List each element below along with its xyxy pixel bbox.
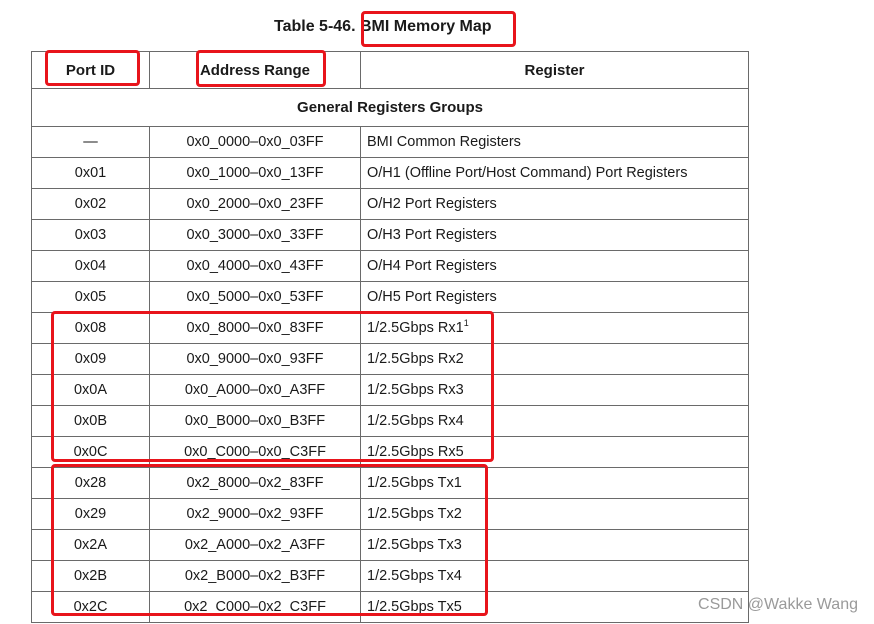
memory-map-table: Port ID Address Range Register General R…	[31, 51, 749, 623]
header-address-range: Address Range	[149, 51, 361, 89]
register-name: 1/2.5Gbps Tx1	[367, 475, 462, 491]
register-name: 1/2.5Gbps Rx4	[367, 413, 464, 429]
cell-port-id: 0x05	[31, 281, 150, 313]
register-name: 1/2.5Gbps Tx5	[367, 599, 462, 615]
cell-register: 1/2.5Gbps Rx11	[360, 312, 749, 344]
table-name: BMI Memory Map	[359, 18, 492, 35]
register-name: 1/2.5Gbps Tx3	[367, 537, 462, 553]
cell-port-id: 0x04	[31, 250, 150, 282]
cell-port-id: 0x03	[31, 219, 150, 251]
table-row: —0x0_0000–0x0_03FF BMI Common Registers	[31, 126, 749, 158]
group-label: General Registers Groups	[31, 88, 749, 127]
header-register: Register	[360, 51, 749, 89]
cell-register: 1/2.5Gbps Tx1	[360, 467, 749, 499]
cell-address-range: 0x2_A000–0x2_A3FF	[149, 529, 361, 561]
register-name: O/H5 Port Registers	[367, 289, 497, 305]
cell-port-id: 0x0C	[31, 436, 150, 468]
cell-port-id: 0x0A	[31, 374, 150, 406]
cell-port-id: 0x01	[31, 157, 150, 189]
cell-address-range: 0x0_B000–0x0_B3FF	[149, 405, 361, 437]
cell-address-range: 0x0_9000–0x0_93FF	[149, 343, 361, 375]
cell-register: 1/2.5Gbps Rx5	[360, 436, 749, 468]
cell-register: O/H3 Port Registers	[360, 219, 749, 251]
register-name: BMI Common Registers	[367, 134, 521, 150]
table-number: Table 5-46.	[274, 18, 356, 35]
register-name: 1/2.5Gbps Tx4	[367, 568, 462, 584]
cell-port-id: 0x09	[31, 343, 150, 375]
cell-address-range: 0x0_5000–0x0_53FF	[149, 281, 361, 313]
cell-address-range: 0x0_A000–0x0_A3FF	[149, 374, 361, 406]
register-name: 1/2.5Gbps Tx2	[367, 506, 462, 522]
cell-port-id: 0x28	[31, 467, 150, 499]
cell-register: 1/2.5Gbps Rx4	[360, 405, 749, 437]
register-name: O/H2 Port Registers	[367, 196, 497, 212]
cell-address-range: 0x2_B000–0x2_B3FF	[149, 560, 361, 592]
cell-port-id: 0x08	[31, 312, 150, 344]
cell-address-range: 0x0_2000–0x0_23FF	[149, 188, 361, 220]
cell-port-id: 0x2A	[31, 529, 150, 561]
cell-register: O/H1 (Offline Port/Host Command) Port Re…	[360, 157, 749, 189]
cell-port-id: 0x29	[31, 498, 150, 530]
cell-port-id: 0x0B	[31, 405, 150, 437]
register-name: 1/2.5Gbps Rx5	[367, 444, 464, 460]
cell-port-id: 0x2C	[31, 591, 150, 623]
cell-register: 1/2.5Gbps Rx3	[360, 374, 749, 406]
register-name: O/H4 Port Registers	[367, 258, 497, 274]
cell-register: 1/2.5Gbps Tx2	[360, 498, 749, 530]
cell-register: O/H5 Port Registers	[360, 281, 749, 313]
cell-address-range: 0x0_0000–0x0_03FF	[149, 126, 361, 158]
header-port-id: Port ID	[31, 51, 150, 89]
group-row: General Registers Groups	[31, 88, 749, 127]
cell-address-range: 0x0_C000–0x0_C3FF	[149, 436, 361, 468]
cell-address-range: 0x2_C000–0x2_C3FF	[149, 591, 361, 623]
cell-register: 1/2.5Gbps Tx5	[360, 591, 749, 623]
cell-register: 1/2.5Gbps Tx4	[360, 560, 749, 592]
table-title: Table 5-46. BMI Memory Map	[274, 18, 492, 36]
cell-port-id: 0x02	[31, 188, 150, 220]
register-name: O/H1 (Offline Port/Host Command) Port Re…	[367, 165, 688, 181]
cell-address-range: 0x0_4000–0x0_43FF	[149, 250, 361, 282]
cell-address-range: 0x0_1000–0x0_13FF	[149, 157, 361, 189]
cell-address-range: 0x0_8000–0x0_83FF	[149, 312, 361, 344]
cell-port-id: 0x2B	[31, 560, 150, 592]
cell-register: O/H4 Port Registers	[360, 250, 749, 282]
cell-address-range: 0x2_8000–0x2_83FF	[149, 467, 361, 499]
register-name: 1/2.5Gbps Rx1	[367, 320, 464, 336]
cell-register: 1/2.5Gbps Tx3	[360, 529, 749, 561]
register-name: 1/2.5Gbps Rx2	[367, 351, 464, 367]
cell-register: O/H2 Port Registers	[360, 188, 749, 220]
header-row: Port ID Address Range Register	[31, 51, 749, 89]
cell-address-range: 0x0_3000–0x0_33FF	[149, 219, 361, 251]
register-name: 1/2.5Gbps Rx3	[367, 382, 464, 398]
cell-port-id: —	[31, 126, 150, 158]
cell-register: 1/2.5Gbps Rx2	[360, 343, 749, 375]
footnote-marker: 1	[463, 318, 469, 329]
cell-address-range: 0x2_9000–0x2_93FF	[149, 498, 361, 530]
register-name: O/H3 Port Registers	[367, 227, 497, 243]
cell-register: BMI Common Registers	[360, 126, 749, 158]
watermark: CSDN @Wakke Wang	[698, 596, 858, 613]
